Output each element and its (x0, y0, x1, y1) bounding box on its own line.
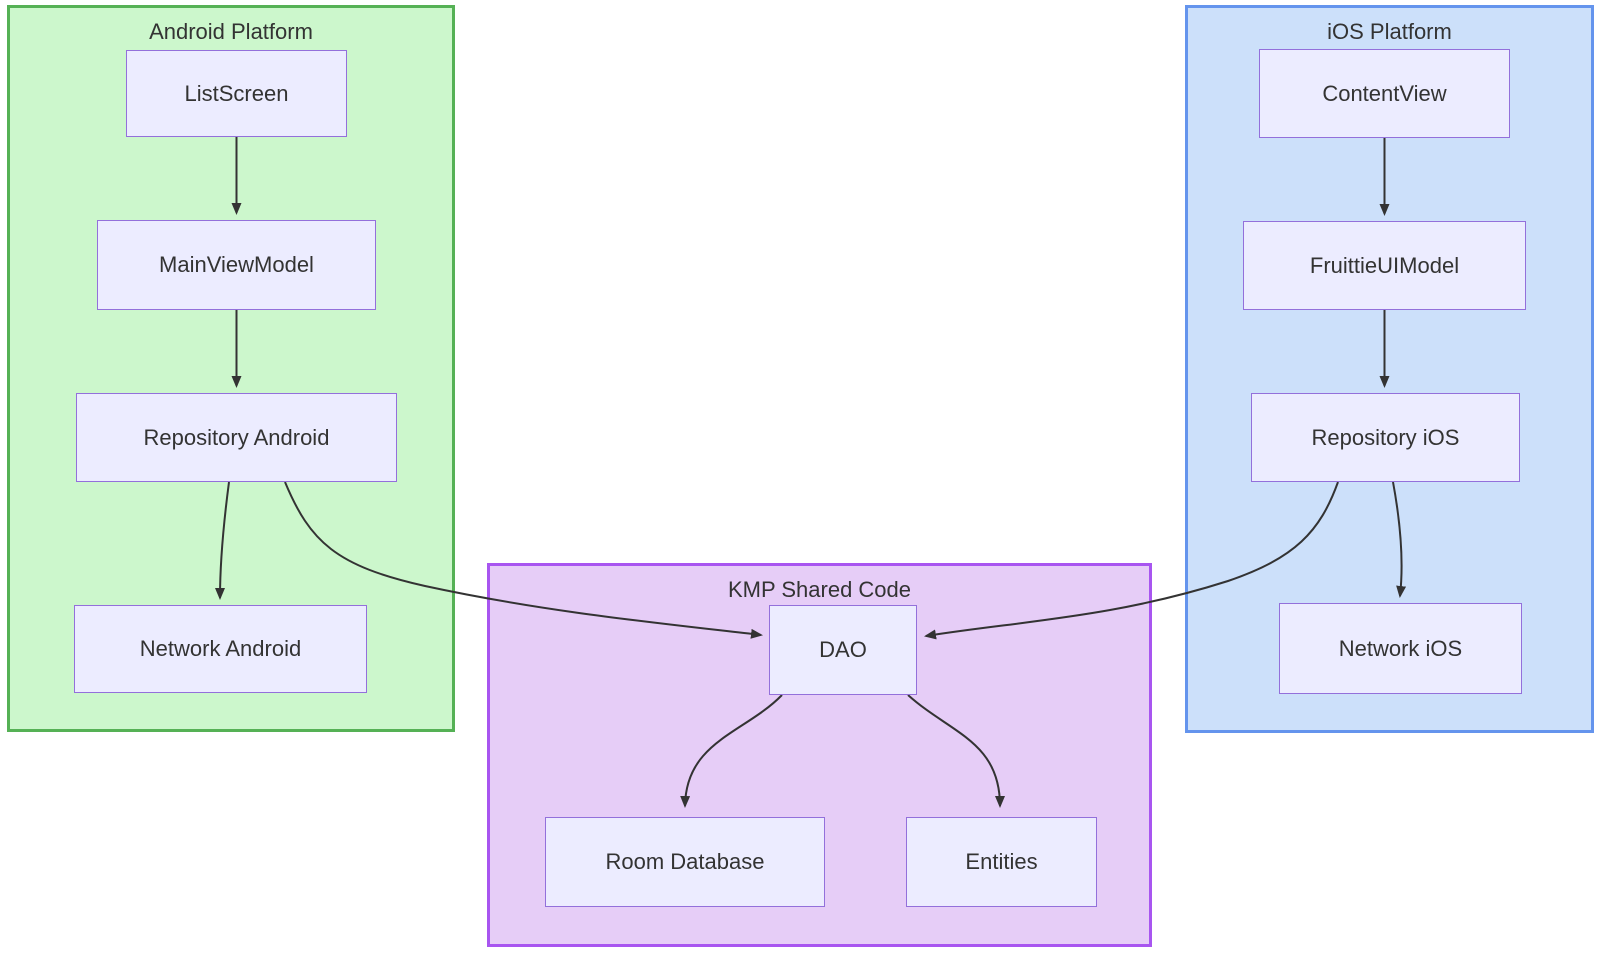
node-mainviewmodel: MainViewModel (97, 220, 376, 310)
node-contentview: ContentView (1259, 49, 1510, 138)
node-fruittieuimodel: FruittieUIModel (1243, 221, 1526, 310)
node-listscreen: ListScreen (126, 50, 347, 137)
node-network-android: Network Android (74, 605, 367, 693)
group-title-ios-platform: iOS Platform (1327, 19, 1452, 44)
group-title-android-platform: Android Platform (149, 19, 313, 44)
node-entities: Entities (906, 817, 1097, 907)
node-network-ios: Network iOS (1279, 603, 1522, 694)
group-title-kmp-shared-code: KMP Shared Code (727, 577, 912, 602)
node-repository-android: Repository Android (76, 393, 397, 482)
node-dao: DAO (769, 605, 917, 695)
node-room-database: Room Database (545, 817, 825, 907)
node-repository-ios: Repository iOS (1251, 393, 1520, 482)
